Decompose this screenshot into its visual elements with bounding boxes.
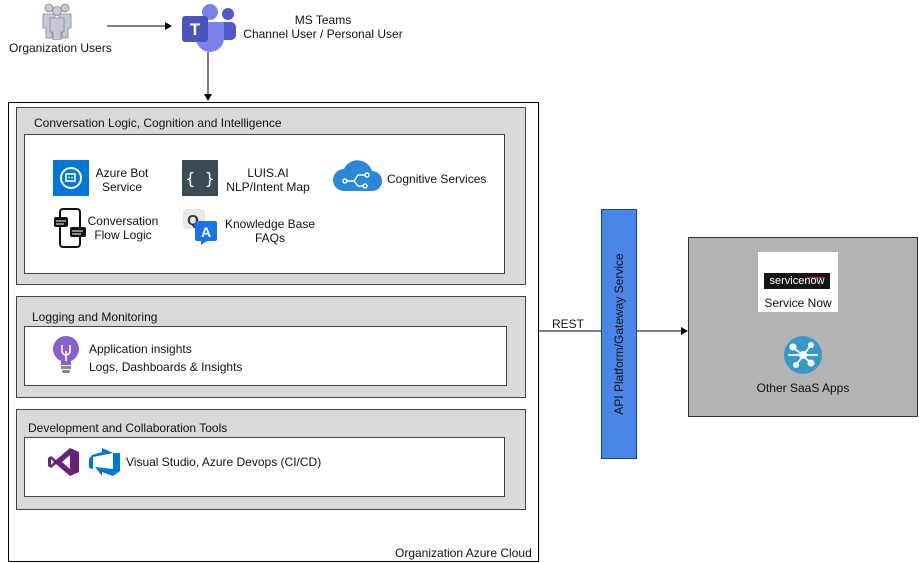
azure-bot-label-1: Azure Bot bbox=[95, 166, 149, 180]
visual-studio-devops-label: Visual Studio, Azure Devops (CI/CD) bbox=[126, 455, 322, 469]
other-saas-apps-label: Other SaaS Apps bbox=[756, 381, 850, 395]
arrow-teams-to-cloud bbox=[204, 52, 212, 101]
conversation-inner-panel bbox=[24, 134, 505, 274]
teams-subtitle: Channel User / Personal User bbox=[243, 27, 403, 41]
svg-text:T: T bbox=[190, 20, 201, 39]
cognitive-services-icon bbox=[332, 157, 384, 195]
organization-azure-cloud-label: Organization Azure Cloud bbox=[395, 546, 532, 560]
logging-section-title: Logging and Monitoring bbox=[32, 310, 158, 324]
application-insights-label-1: Application insights bbox=[89, 342, 192, 356]
servicenow-logo: servicenow bbox=[764, 273, 830, 289]
arrow-users-to-teams bbox=[107, 22, 172, 30]
devtools-section-title: Development and Collaboration Tools bbox=[28, 421, 228, 435]
servicenow-logo-accent bbox=[807, 277, 825, 278]
svg-text:{ }: { } bbox=[186, 169, 215, 188]
knowledge-base-label-2: FAQs bbox=[254, 231, 285, 245]
other-saas-apps-icon bbox=[783, 335, 823, 375]
knowledge-base-icon: Q A bbox=[183, 209, 219, 245]
luis-label-1: LUIS.AI bbox=[247, 166, 289, 180]
cognitive-services-label: Cognitive Services bbox=[387, 172, 487, 186]
servicenow-logo-text: servicenow bbox=[769, 275, 825, 287]
organization-users-icon bbox=[40, 2, 74, 40]
devtools-inner-panel bbox=[24, 437, 505, 497]
logging-inner-panel bbox=[24, 326, 507, 386]
servicenow-label: Service Now bbox=[764, 296, 832, 310]
organization-users-label: Organization Users bbox=[9, 41, 112, 55]
conversation-section-title: Conversation Logic, Cognition and Intell… bbox=[34, 116, 282, 130]
conversation-flow-icon bbox=[52, 207, 88, 249]
api-gateway-service bbox=[601, 209, 637, 459]
azure-bot-label-2: Service bbox=[101, 180, 142, 194]
arrow-gateway-to-saas bbox=[637, 327, 688, 335]
svg-text:A: A bbox=[201, 224, 211, 240]
ms-teams-icon: T bbox=[180, 4, 238, 52]
rest-label: REST bbox=[552, 317, 585, 331]
api-gateway-label: API Platform/Gateway Service bbox=[612, 253, 626, 415]
azure-devops-icon bbox=[89, 447, 121, 477]
visual-studio-icon bbox=[48, 447, 80, 477]
conversation-flow-label-1: Conversation bbox=[87, 214, 159, 228]
luis-label-2: NLP/Intent Map bbox=[226, 180, 310, 194]
teams-title: MS Teams bbox=[294, 13, 352, 27]
luis-ai-icon: { } bbox=[182, 160, 218, 196]
organization-azure-cloud bbox=[8, 102, 539, 562]
rest-connector bbox=[539, 330, 601, 332]
application-insights-label-2: Logs, Dashboards & Insights bbox=[89, 360, 243, 374]
conversation-flow-label-2: Flow Logic bbox=[94, 228, 152, 242]
application-insights-icon bbox=[52, 335, 80, 375]
azure-bot-service-icon bbox=[53, 160, 89, 196]
knowledge-base-label-1: Knowledge Base bbox=[224, 217, 316, 231]
